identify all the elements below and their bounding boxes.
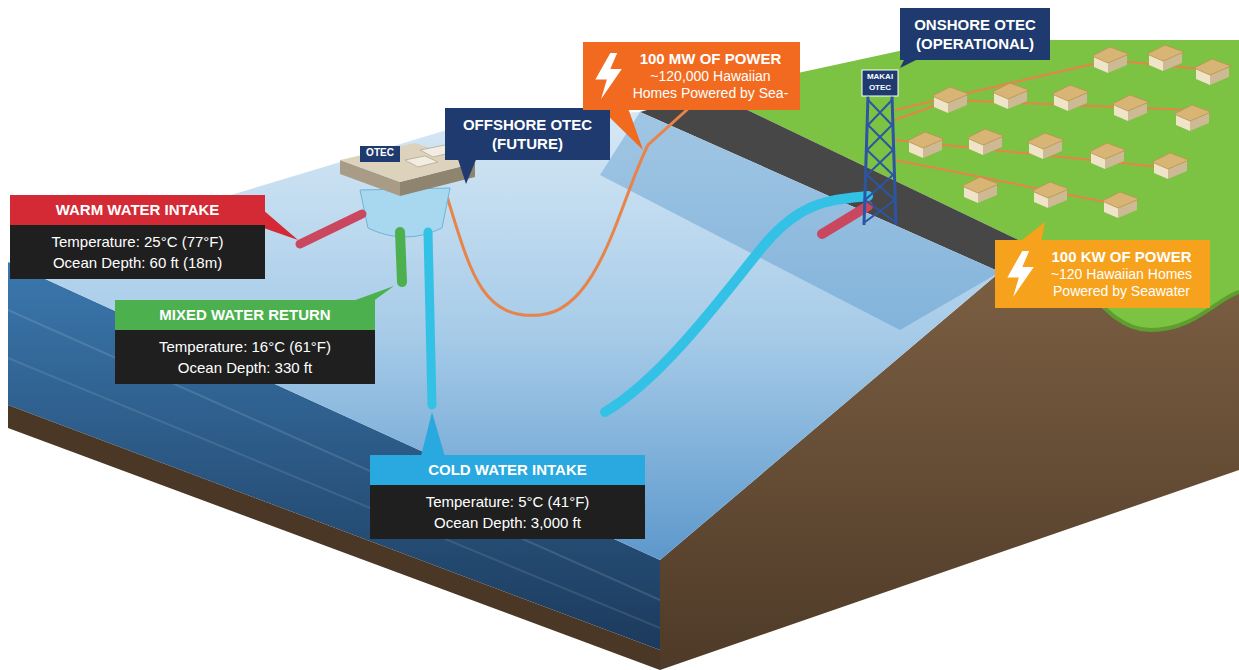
warm-intake-callout: WARM WATER INTAKE Temperature: 25°C (77°F… — [10, 195, 265, 279]
callout-body: Temperature: 25°C (77°F)Ocean Depth: 60 … — [10, 225, 265, 279]
callout-title: WARM WATER INTAKE — [20, 201, 255, 219]
callout-title: 100 KW OF POWER — [1043, 248, 1200, 266]
lightning-icon — [1005, 251, 1035, 297]
callout-text-column: 100 KW OF POWER~120 Hawaiian Homes Power… — [1043, 248, 1200, 300]
sea-surface — [8, 112, 1000, 560]
cold-intake-callout: COLD WATER INTAKE Temperature: 5°C (41°F)… — [370, 455, 645, 539]
callout-title: COLD WATER INTAKE — [380, 461, 635, 479]
plate-label: OTEC — [360, 147, 400, 159]
callout-text: ~120,000 Hawaiian Homes Powered by Sea- — [631, 68, 790, 102]
callout-text: Ocean Depth: 60 ft (18m) — [20, 252, 255, 273]
callout-body: Temperature: 16°C (61°F)Ocean Depth: 330… — [115, 330, 375, 384]
callout-text: Temperature: 25°C (77°F) — [20, 231, 255, 252]
callout-title: MIXED WATER RETURN — [125, 306, 365, 324]
callout-text: Ocean Depth: 3,000 ft — [380, 512, 635, 533]
onshore-callout: ONSHORE OTEC (OPERATIONAL) — [900, 8, 1050, 60]
mixed-return-callout: MIXED WATER RETURN Temperature: 16°C (61°… — [115, 300, 375, 384]
cold-water-pipe — [605, 196, 868, 412]
callout-header: MIXED WATER RETURN — [115, 300, 375, 330]
warm-water-pipe — [822, 206, 868, 234]
power-callout: 100 KW OF POWER~120 Hawaiian Homes Power… — [995, 240, 1210, 308]
callout-pointers — [255, 52, 1045, 460]
callout-title: ONSHORE OTEC (OPERATIONAL) — [910, 15, 1040, 53]
power-cable — [445, 98, 700, 315]
callout-text: Ocean Depth: 330 ft — [125, 357, 365, 378]
tower-sign-label: OTEC — [862, 83, 898, 93]
callout-text-column: 100 MW OF POWER~120,000 Hawaiian Homes P… — [631, 50, 790, 102]
tower-sign-label: MAKAI — [862, 72, 898, 82]
callout-header: WARM WATER INTAKE — [10, 195, 265, 225]
callout-title: 100 MW OF POWER — [631, 50, 790, 68]
houses — [907, 45, 1231, 218]
power-callout: 100 MW OF POWER~120,000 Hawaiian Homes P… — [583, 42, 800, 110]
lightning-icon — [593, 53, 623, 99]
callout-body: Temperature: 5°C (41°F)Ocean Depth: 3,00… — [370, 485, 645, 539]
callout-text: Temperature: 16°C (61°F) — [125, 336, 365, 357]
otec-tower — [862, 70, 898, 225]
callout-title: OFFSHORE OTEC (FUTURE) — [455, 115, 600, 153]
callout-text: ~120 Hawaiian Homes Powered by Seawater — [1043, 266, 1200, 300]
offshore-callout: OFFSHORE OTEC (FUTURE) — [445, 108, 610, 160]
callout-header: COLD WATER INTAKE — [370, 455, 645, 485]
callout-text: Temperature: 5°C (41°F) — [380, 491, 635, 512]
sea-slope — [600, 112, 1000, 330]
